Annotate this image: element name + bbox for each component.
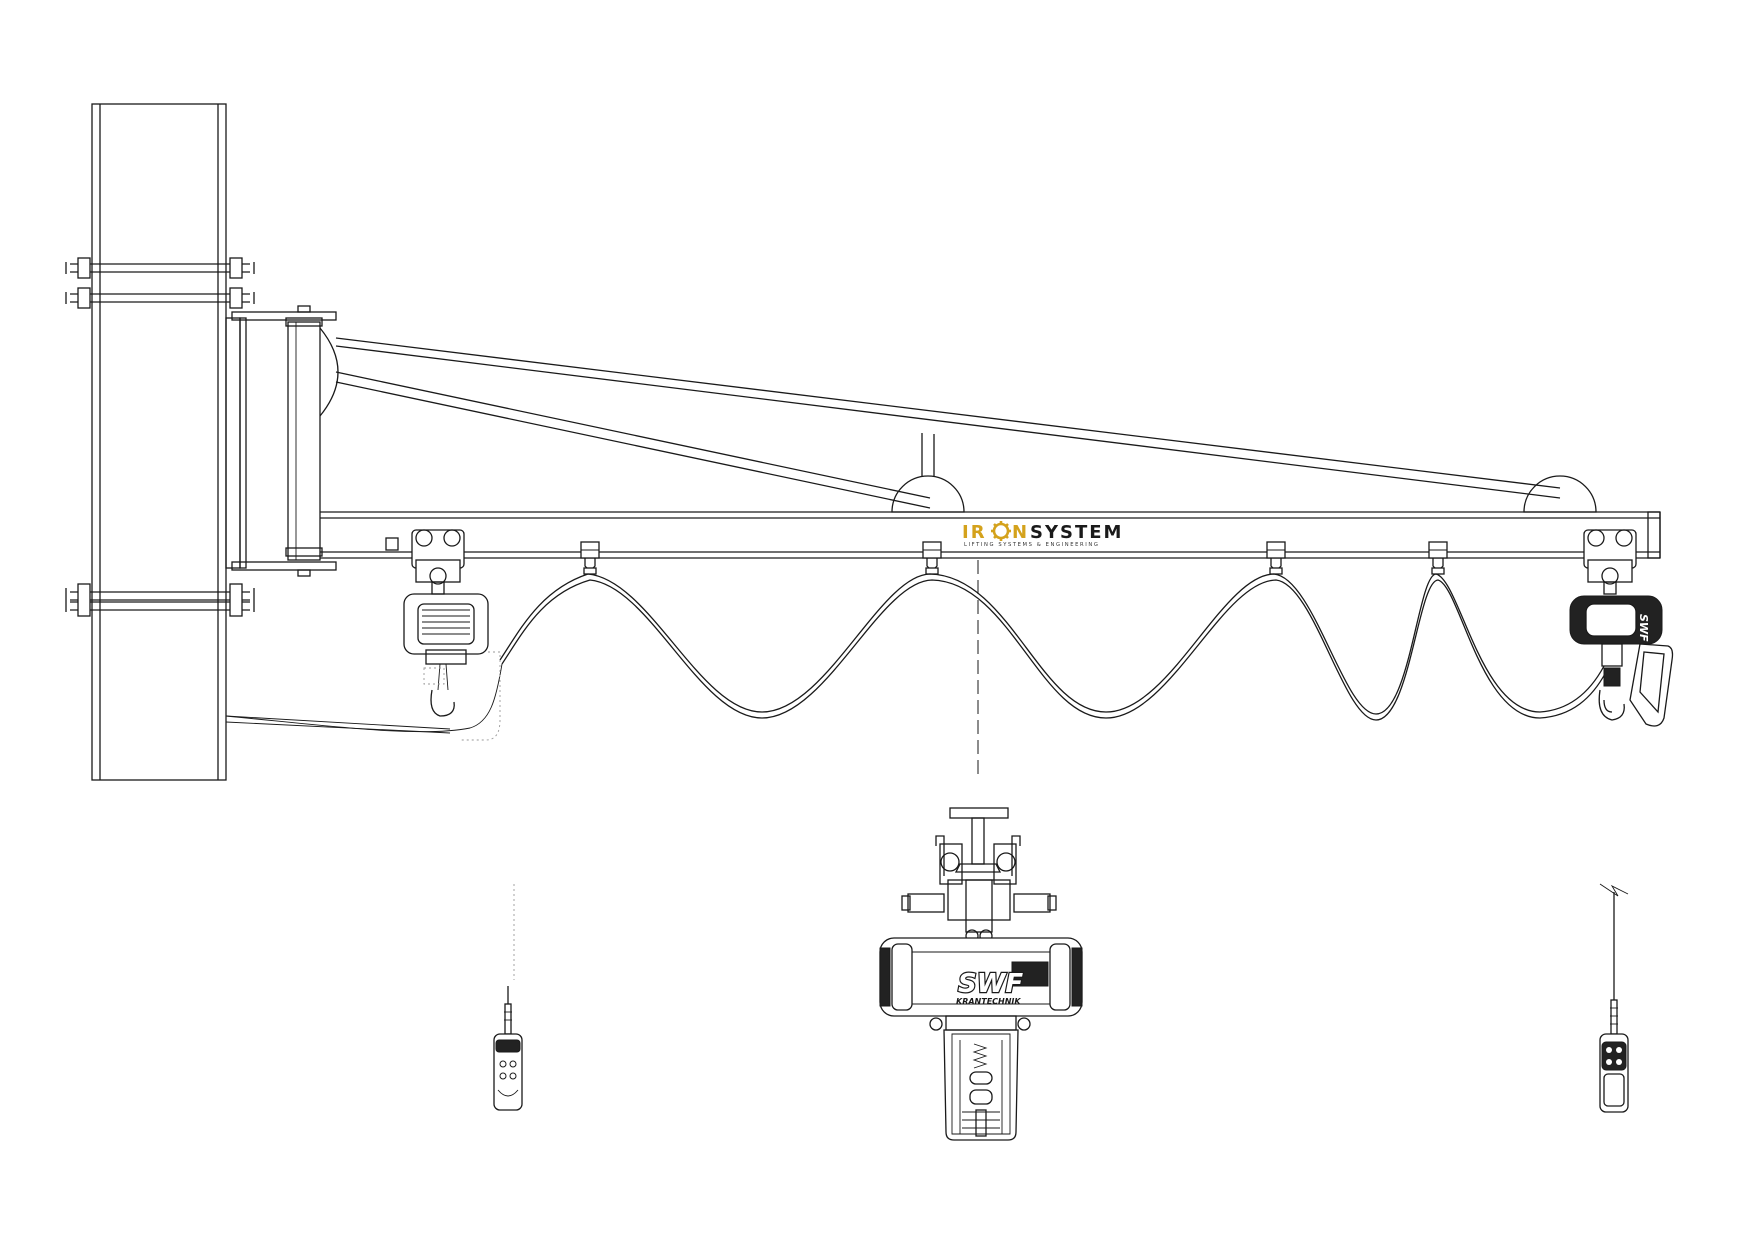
gusset-end	[1523, 475, 1597, 513]
cable-hanger	[922, 541, 942, 575]
clamp-bolts-upper	[65, 257, 255, 309]
trolley-left	[411, 529, 465, 595]
boom-beam	[320, 511, 1661, 559]
logo-part-system: SYSTEM	[1030, 522, 1123, 543]
cable-hanger	[1428, 541, 1448, 575]
pendant-left	[493, 986, 523, 1111]
logo-part-n: N	[1012, 522, 1029, 543]
festoon-cable	[225, 573, 1607, 733]
hoist-brand-name: SWF	[958, 969, 1023, 999]
trolley-section	[901, 835, 1057, 943]
gusset-mid	[891, 475, 965, 513]
mounting-plate	[225, 305, 337, 577]
beam-section	[949, 807, 1009, 873]
clamp-bolts-lower	[65, 583, 255, 617]
hoist-right-brand: SWF	[1637, 614, 1650, 642]
chain-container	[943, 1029, 1019, 1141]
logo-tagline: LIFTING SYSTEMS & ENGINEERING	[964, 542, 1099, 548]
logo-part-iron: IR	[962, 522, 987, 543]
gear-icon	[991, 521, 1011, 541]
hoist-left-ghost	[403, 593, 501, 741]
trolley-right	[1583, 529, 1637, 595]
hoist-right: SWF	[1569, 595, 1674, 727]
tie-rods	[335, 337, 1561, 509]
pivot-shaft	[285, 317, 339, 561]
ironsystem-logo: IR N SYSTEM LIFTING SYSTEMS & ENGINEERIN…	[962, 521, 1123, 548]
hoist-front: SWF KRANTECHNIK	[879, 937, 1083, 1031]
cable-hanger	[1266, 541, 1286, 575]
cable-hanger	[580, 541, 600, 575]
hoist-brand-subtitle: KRANTECHNIK	[956, 997, 1021, 1006]
column	[91, 103, 451, 781]
pendant-right	[1599, 883, 1629, 1113]
